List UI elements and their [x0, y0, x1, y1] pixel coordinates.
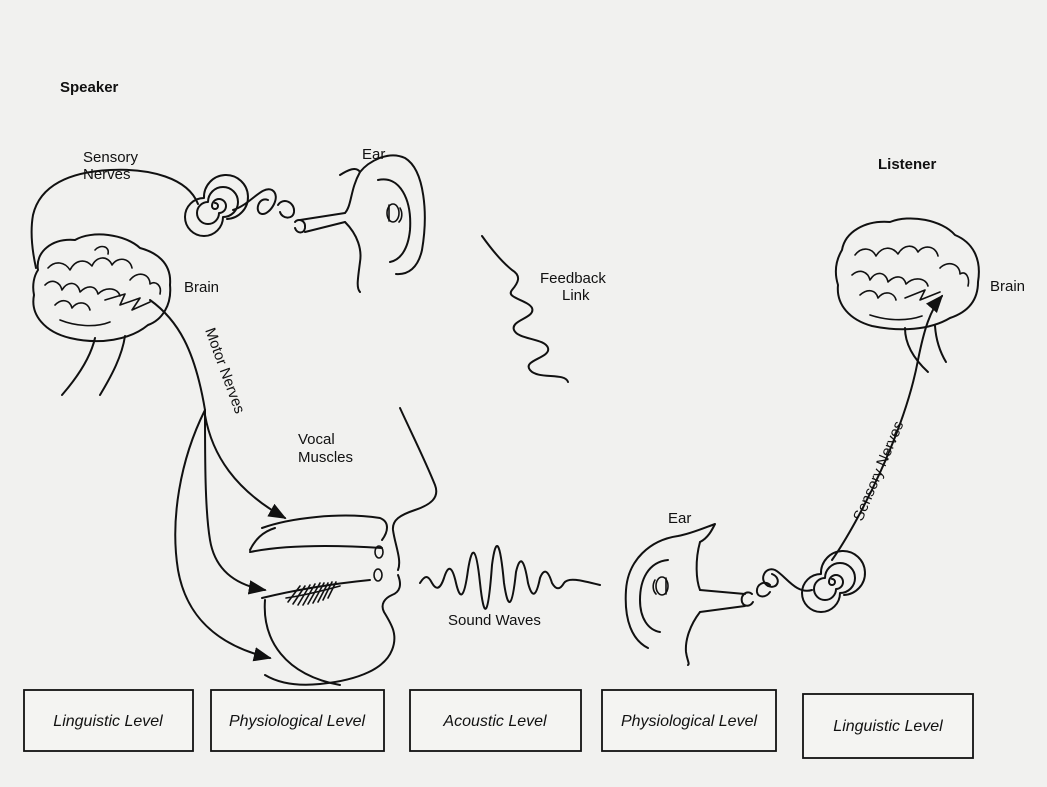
vocal-muscles-label-line1: Vocal	[298, 431, 335, 448]
feedback-link-label-line2: Link	[562, 287, 590, 304]
listener-brain-label: Brain	[990, 278, 1025, 295]
speaker-ear-icon	[340, 155, 425, 292]
level-box-3: Acoustic Level	[410, 690, 581, 751]
speaker-cochlea-icon	[185, 175, 345, 236]
listener-sensory-nerves-label: Sensory Nerves	[850, 419, 907, 524]
level-label-3: Acoustic Level	[442, 713, 547, 730]
level-label-5: Linguistic Level	[833, 718, 943, 735]
level-box-5: Linguistic Level	[803, 694, 973, 758]
speaker-brain-label: Brain	[184, 279, 219, 296]
sound-waves-label: Sound Waves	[448, 612, 541, 629]
sensory-nerves-label-line1: Sensory	[83, 149, 139, 166]
sensory-nerves-label-line2: Nerves	[83, 166, 131, 183]
speaker-title: Speaker	[60, 79, 119, 96]
feedback-link-wave	[482, 236, 568, 382]
listener-brain-icon	[836, 218, 979, 372]
level-label-4: Physiological Level	[621, 713, 758, 730]
level-label-2: Physiological Level	[229, 713, 366, 730]
listener-ear-icon	[626, 524, 715, 665]
listener-cochlea-icon	[700, 551, 865, 612]
listener-title: Listener	[878, 156, 937, 173]
motor-nerves-label: Motor Nerves	[201, 326, 248, 416]
listener-ear-label: Ear	[668, 510, 691, 527]
level-box-2: Physiological Level	[211, 690, 384, 751]
speaker-sensory-nerve	[32, 170, 198, 268]
speaker-brain-icon	[33, 234, 170, 395]
sound-waves	[420, 546, 600, 609]
level-label-1: Linguistic Level	[53, 713, 163, 730]
feedback-link-label-line1: Feedback	[540, 270, 606, 287]
vocal-muscles-label-line2: Muscles	[298, 449, 353, 466]
level-box-4: Physiological Level	[602, 690, 776, 751]
level-box-1: Linguistic Level	[24, 690, 193, 751]
